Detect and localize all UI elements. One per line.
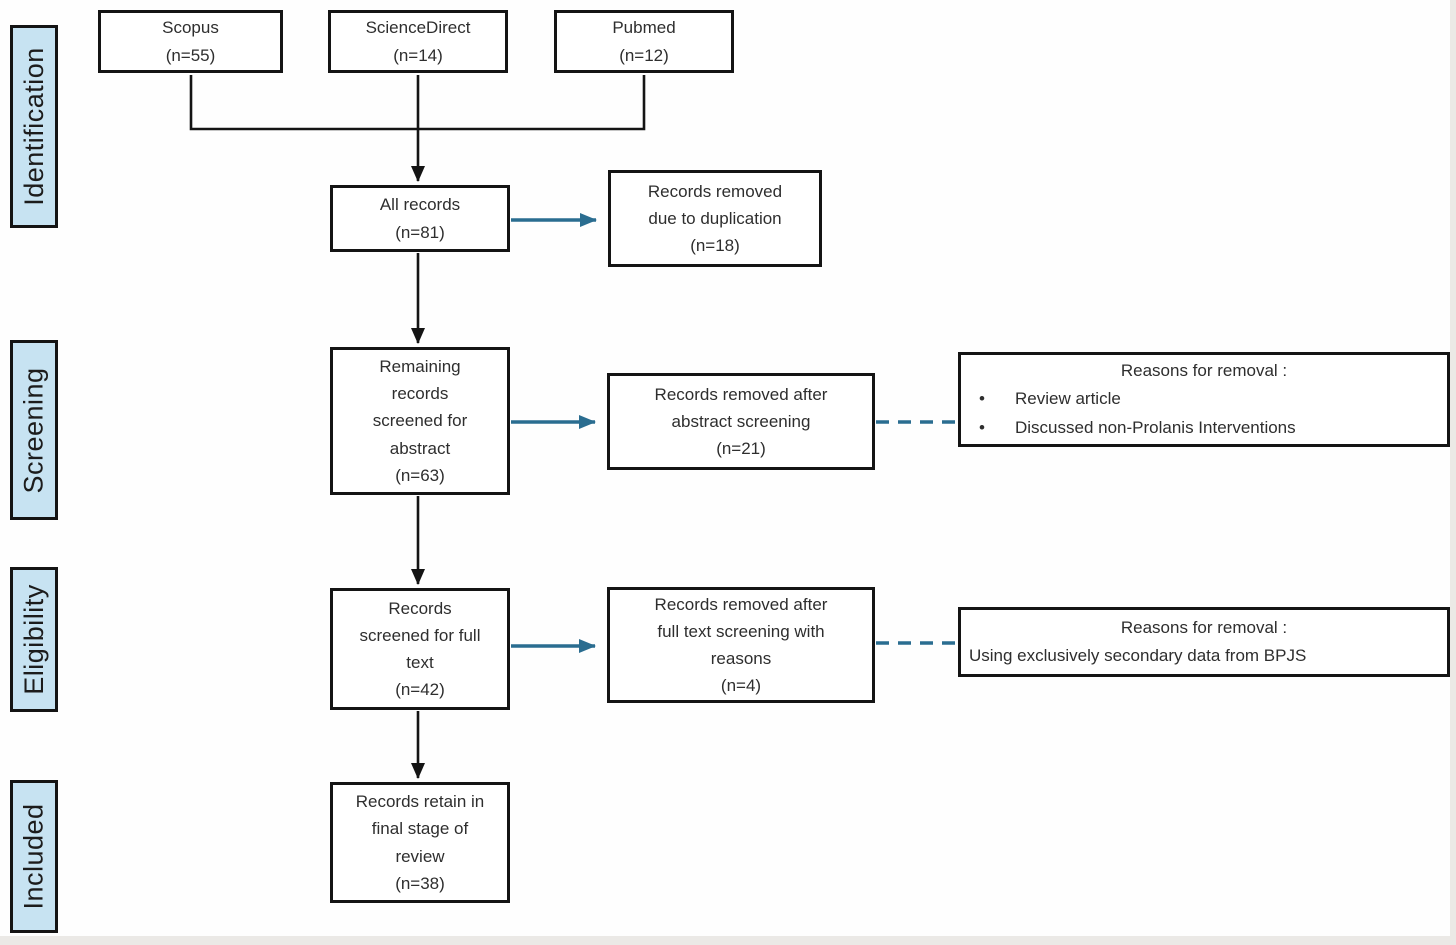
source-count: (n=14): [393, 45, 443, 65]
source-box-scopus: Scopus (n=55): [98, 10, 283, 73]
box-duplication-removed: Records removed due to duplication (n=18…: [608, 170, 822, 267]
box-line: Records: [388, 598, 452, 618]
box-line: Records removed: [647, 181, 783, 201]
box-line: (n=63): [395, 465, 445, 485]
box-line: due to duplication: [648, 208, 782, 228]
box-abstract-screened: Remaining records screened for abstract …: [330, 347, 510, 495]
box-line: review: [395, 846, 445, 866]
box-line: (n=4): [720, 676, 762, 696]
box-line: screened for full: [359, 625, 481, 645]
bullet-icon: •: [979, 389, 985, 409]
stage-label-text: Included: [18, 803, 49, 910]
box-line: (n=38): [395, 873, 445, 893]
box-line: screened for: [372, 411, 468, 431]
box-line: abstract: [389, 438, 451, 458]
box-line: (n=42): [395, 680, 445, 700]
box-line: (n=18): [690, 236, 740, 256]
box-line: full text screening with: [657, 621, 825, 641]
source-count: (n=55): [165, 45, 216, 65]
box-line: final stage of: [371, 819, 469, 839]
box-line: Records removed after: [654, 594, 828, 614]
source-name: ScienceDirect: [365, 18, 471, 38]
stage-label-included: Included: [10, 780, 58, 933]
box-line: Records retain in: [355, 792, 485, 812]
source-name: Scopus: [162, 18, 219, 38]
page-edge-bottom: [0, 936, 1456, 945]
stage-label-text: Identification: [18, 47, 49, 206]
box-line: abstract screening: [671, 411, 811, 431]
box-line: (n=81): [395, 222, 445, 242]
stage-label-screening: Screening: [10, 340, 58, 520]
source-count: (n=12): [619, 45, 669, 65]
box-fulltext-screened: Records screened for full text (n=42): [330, 588, 510, 710]
stage-label-text: Eligibility: [18, 584, 49, 695]
box-line: Records removed after: [654, 384, 828, 404]
reason-text: Discussed non-Prolanis Interventions: [1015, 417, 1296, 437]
box-line: text: [406, 653, 434, 672]
stage-label-text: Screening: [18, 366, 49, 494]
box-fulltext-removed: Records removed after full text screenin…: [607, 587, 875, 703]
reasons-box-abstract: Reasons for removal : • Review article •…: [958, 352, 1450, 447]
box-line: Remaining: [379, 357, 461, 377]
box-line: records: [391, 384, 449, 404]
reasons-title: Reasons for removal :: [1120, 361, 1288, 381]
box-line: All records: [379, 195, 461, 215]
box-abstract-removed: Records removed after abstract screening…: [607, 373, 875, 470]
source-box-sciencedirect: ScienceDirect (n=14): [328, 10, 508, 73]
source-box-pubmed: Pubmed (n=12): [554, 10, 734, 73]
bullet-icon: •: [979, 417, 985, 437]
reason-text: Review article: [1015, 389, 1121, 409]
box-line: reasons: [710, 649, 772, 668]
stage-label-identification: Identification: [10, 25, 58, 228]
page-edge-right: [1450, 0, 1456, 945]
reasons-box-fulltext: Reasons for removal : Using exclusively …: [958, 607, 1450, 677]
box-included-records: Records retain in final stage of review …: [330, 782, 510, 903]
reasons-title: Reasons for removal :: [1120, 617, 1288, 637]
reason-item: • Review article: [961, 385, 1447, 413]
box-line: (n=21): [716, 439, 766, 459]
stage-label-eligibility: Eligibility: [10, 567, 58, 712]
box-all-records: All records (n=81): [330, 185, 510, 252]
reason-text: Using exclusively secondary data from BP…: [969, 646, 1307, 665]
source-name: Pubmed: [612, 18, 676, 38]
reason-item: • Discussed non-Prolanis Interventions: [961, 414, 1447, 442]
